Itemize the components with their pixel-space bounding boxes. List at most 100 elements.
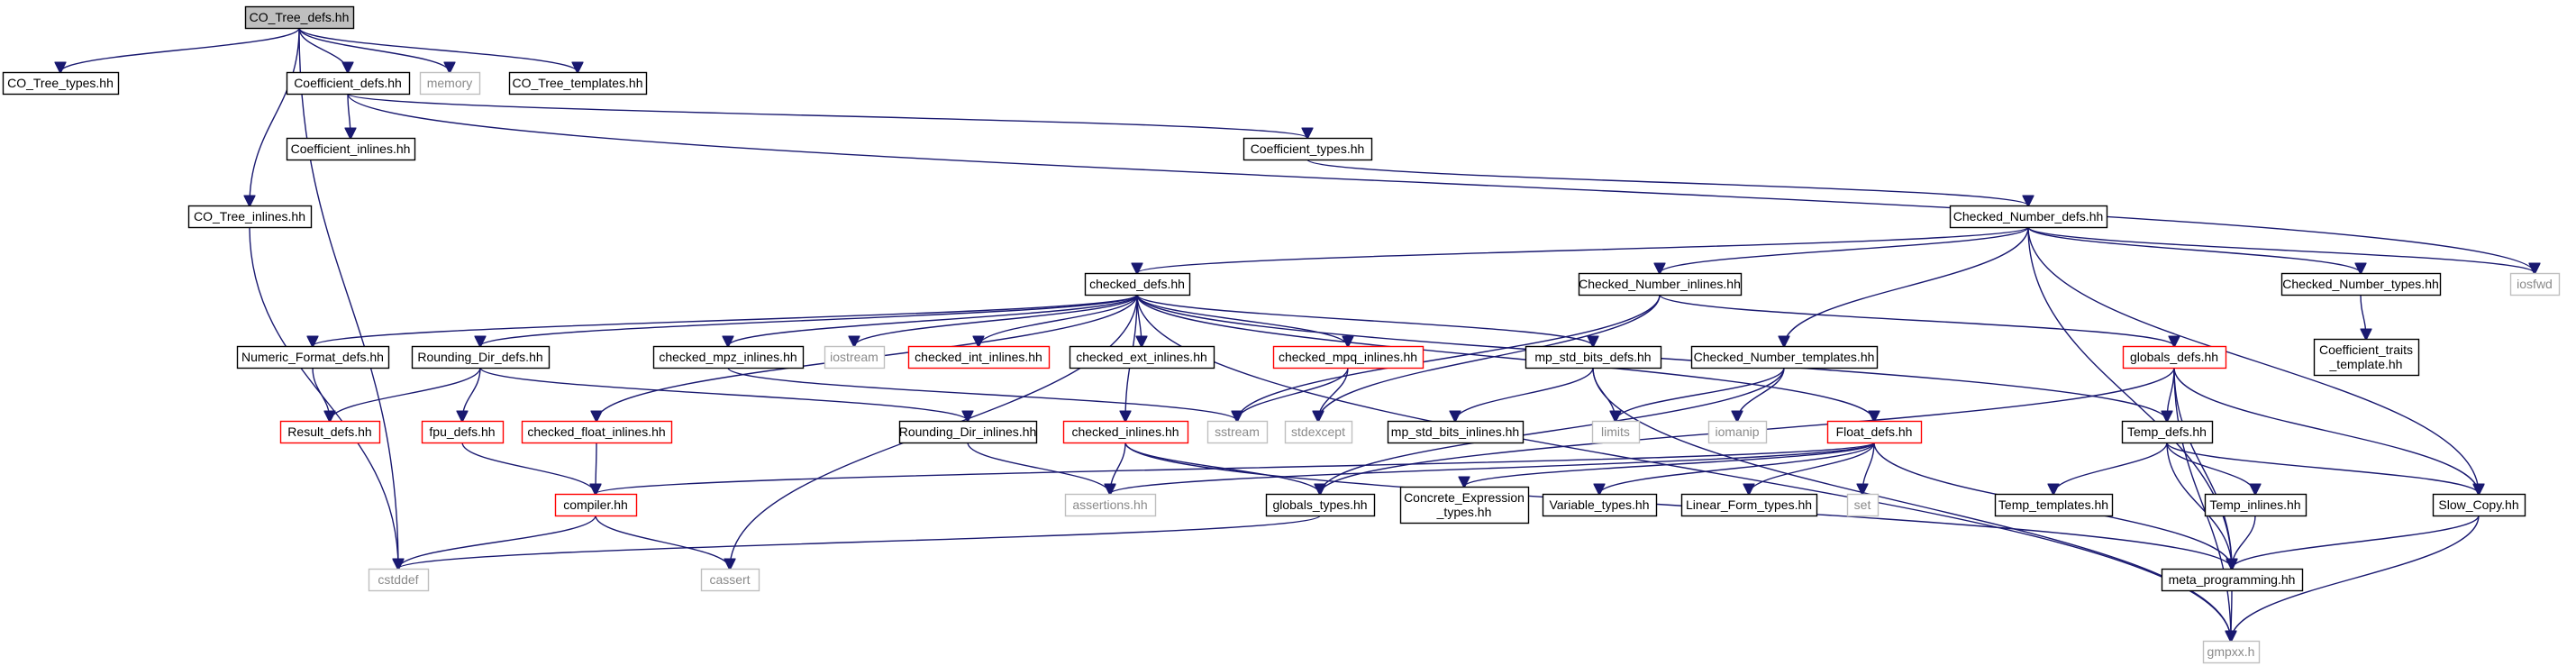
edge-rounding_dir_defs-to-rounding_dir_inlines bbox=[479, 367, 968, 421]
node-box bbox=[2204, 493, 2307, 517]
edge-float_defs-to-concrete_expression_types bbox=[1464, 442, 1875, 487]
node-label: memory bbox=[427, 76, 473, 90]
node-variable-types[interactable]: Variable_types.hh bbox=[1542, 493, 1658, 517]
node-box bbox=[1542, 493, 1658, 517]
node-label: checked_int_inlines.hh bbox=[915, 350, 1042, 364]
edge-mp_std_bits_defs-to-gmpxx bbox=[1592, 367, 2231, 641]
node-temp-templates[interactable]: Temp_templates.hh bbox=[1994, 493, 2114, 517]
node-label: Variable_types.hh bbox=[1549, 497, 1649, 512]
node-co-tree-defs[interactable]: CO_Tree_defs.hh bbox=[244, 5, 355, 30]
edge-co_tree_defs-to-co_tree_inlines bbox=[250, 27, 300, 205]
edge-checked_number_defs-to-checked_number_inlines bbox=[1660, 226, 2029, 273]
node-coefficient-types[interactable]: Coefficient_types.hh bbox=[1242, 137, 1373, 161]
node-box bbox=[2280, 272, 2442, 297]
node-gmpxx: gmpxx.h bbox=[2202, 640, 2261, 664]
node-box bbox=[1084, 272, 1191, 297]
edge-temp_defs-to-slow_copy bbox=[2166, 442, 2479, 494]
node-checked-ext-inlines[interactable]: checked_ext_inlines.hh bbox=[1069, 345, 1215, 369]
node-float-defs[interactable]: Float_defs.hh bbox=[1826, 420, 1923, 444]
node-memory: memory bbox=[419, 71, 481, 96]
node-temp-inlines[interactable]: Temp_inlines.hh bbox=[2204, 493, 2307, 517]
node-linear-form-types[interactable]: Linear_Form_types.hh bbox=[1680, 493, 1818, 517]
node-result-defs[interactable]: Result_defs.hh bbox=[279, 420, 381, 444]
node-co-tree-templates[interactable]: CO_Tree_templates.hh bbox=[508, 71, 648, 96]
node-globals-defs[interactable]: globals_defs.hh bbox=[2122, 345, 2227, 369]
node-label: limits bbox=[1601, 424, 1630, 439]
node-checked-inlines[interactable]: checked_inlines.hh bbox=[1062, 420, 1189, 444]
node-checked-defs[interactable]: checked_defs.hh bbox=[1084, 272, 1191, 297]
node-label: Rounding_Dir_defs.hh bbox=[417, 350, 542, 364]
edge-checked_number_defs-to-slow_copy bbox=[2027, 226, 2479, 494]
node-meta-programming[interactable]: meta_programming.hh bbox=[2161, 568, 2304, 592]
node-slow-copy[interactable]: Slow_Copy.hh bbox=[2432, 493, 2526, 517]
node-iomanip: iomanip bbox=[1707, 420, 1768, 444]
node-label: Float_defs.hh bbox=[1836, 424, 1913, 439]
node-label: Temp_templates.hh bbox=[1998, 497, 2108, 512]
node-box bbox=[1062, 420, 1189, 444]
node-label: checked_mpz_inlines.hh bbox=[659, 350, 796, 364]
node-compiler[interactable]: compiler.hh bbox=[554, 493, 638, 517]
node-temp-defs[interactable]: Temp_defs.hh bbox=[2121, 420, 2214, 444]
node-checked-number-templates[interactable]: Checked_Number_templates.hh bbox=[1690, 345, 1879, 369]
node-box bbox=[1069, 345, 1215, 369]
node-label: Concrete_Expression_types.hh bbox=[1404, 490, 1525, 519]
node-label: Temp_defs.hh bbox=[2127, 424, 2207, 439]
node-checked-number-defs[interactable]: Checked_Number_defs.hh bbox=[1949, 205, 2108, 229]
edge-slow_copy-to-gmpxx bbox=[2231, 515, 2480, 641]
node-box bbox=[421, 420, 505, 444]
node-box bbox=[2122, 345, 2227, 369]
edge-checked_number_defs-to-iosfwd bbox=[2027, 226, 2535, 273]
node-coefficient-defs[interactable]: Coefficient_defs.hh bbox=[286, 71, 411, 96]
node-fpu-defs[interactable]: fpu_defs.hh bbox=[421, 420, 505, 444]
node-box bbox=[652, 345, 805, 369]
node-checked-int-inlines[interactable]: checked_int_inlines.hh bbox=[907, 345, 1051, 369]
node-label: cstddef bbox=[378, 572, 418, 587]
node-label: iomanip bbox=[1715, 424, 1759, 439]
edge-coefficient_defs-to-iosfwd bbox=[347, 93, 2535, 273]
node-rounding-dir-defs[interactable]: Rounding_Dir_defs.hh bbox=[411, 345, 551, 369]
node-stdexcept: stdexcept bbox=[1284, 420, 1353, 444]
edge-rounding_dir_defs-to-fpu_defs bbox=[462, 367, 481, 421]
node-box bbox=[286, 71, 411, 96]
node-box bbox=[1949, 205, 2108, 229]
node-box bbox=[244, 5, 355, 30]
node-rounding-dir-inlines[interactable]: Rounding_Dir_inlines.hh bbox=[899, 420, 1038, 444]
edge-checked_number_defs-to-checked_defs bbox=[1137, 226, 2029, 273]
node-checked-number-inlines[interactable]: Checked_Number_inlines.hh bbox=[1578, 272, 1743, 297]
node-box bbox=[907, 345, 1051, 369]
edge-float_defs-to-linear_form_types bbox=[1749, 442, 1875, 494]
node-sstream: sstream bbox=[1206, 420, 1269, 444]
node-mp-std-bits-inlines[interactable]: mp_std_bits_inlines.hh bbox=[1387, 420, 1525, 444]
edge-checked_number_inlines-to-sstream bbox=[1237, 294, 1661, 421]
edge-compiler-to-cstddef bbox=[398, 515, 596, 569]
node-coefficient-traits-template[interactable]: Coefficient_traits_template.hh bbox=[2313, 338, 2420, 377]
edge-co_tree_defs-to-coefficient_defs bbox=[298, 27, 348, 72]
node-mp-std-bits-defs[interactable]: mp_std_bits_defs.hh bbox=[1525, 345, 1662, 369]
node-checked-number-types[interactable]: Checked_Number_types.hh bbox=[2280, 272, 2442, 297]
node-concrete-expression-types[interactable]: Concrete_Expression_types.hh bbox=[1399, 486, 1530, 525]
node-iostream: iostream bbox=[824, 345, 886, 369]
node-label: stdexcept bbox=[1291, 424, 1345, 439]
node-box bbox=[2313, 338, 2420, 377]
node-box bbox=[2161, 568, 2304, 592]
node-coefficient-inlines[interactable]: Coefficient_inlines.hh bbox=[286, 137, 416, 161]
node-numeric-format-defs[interactable]: Numeric_Format_defs.hh bbox=[236, 345, 390, 369]
edge-co_tree_defs-to-cstddef bbox=[298, 27, 398, 569]
edge-fpu_defs-to-compiler bbox=[461, 442, 596, 494]
edge-temp_defs-to-meta_programming bbox=[2166, 442, 2232, 569]
edge-co_tree_defs-to-memory bbox=[298, 27, 450, 72]
node-checked-mpz-inlines[interactable]: checked_mpz_inlines.hh bbox=[652, 345, 805, 369]
node-box bbox=[1707, 420, 1768, 444]
node-label: iosfwd bbox=[2517, 277, 2553, 291]
node-checked-mpq-inlines[interactable]: checked_mpq_inlines.hh bbox=[1272, 345, 1425, 369]
node-limits: limits bbox=[1591, 420, 1641, 444]
node-checked-float-inlines[interactable]: checked_float_inlines.hh bbox=[521, 420, 673, 444]
edge-globals_defs-to-slow_copy bbox=[2173, 367, 2479, 494]
node-globals-types[interactable]: globals_types.hh bbox=[1265, 493, 1376, 517]
node-box bbox=[1525, 345, 1662, 369]
node-co-tree-types[interactable]: CO_Tree_types.hh bbox=[2, 71, 120, 96]
node-label: CO_Tree_inlines.hh bbox=[194, 209, 305, 224]
node-co-tree-inlines[interactable]: CO_Tree_inlines.hh bbox=[187, 205, 313, 229]
